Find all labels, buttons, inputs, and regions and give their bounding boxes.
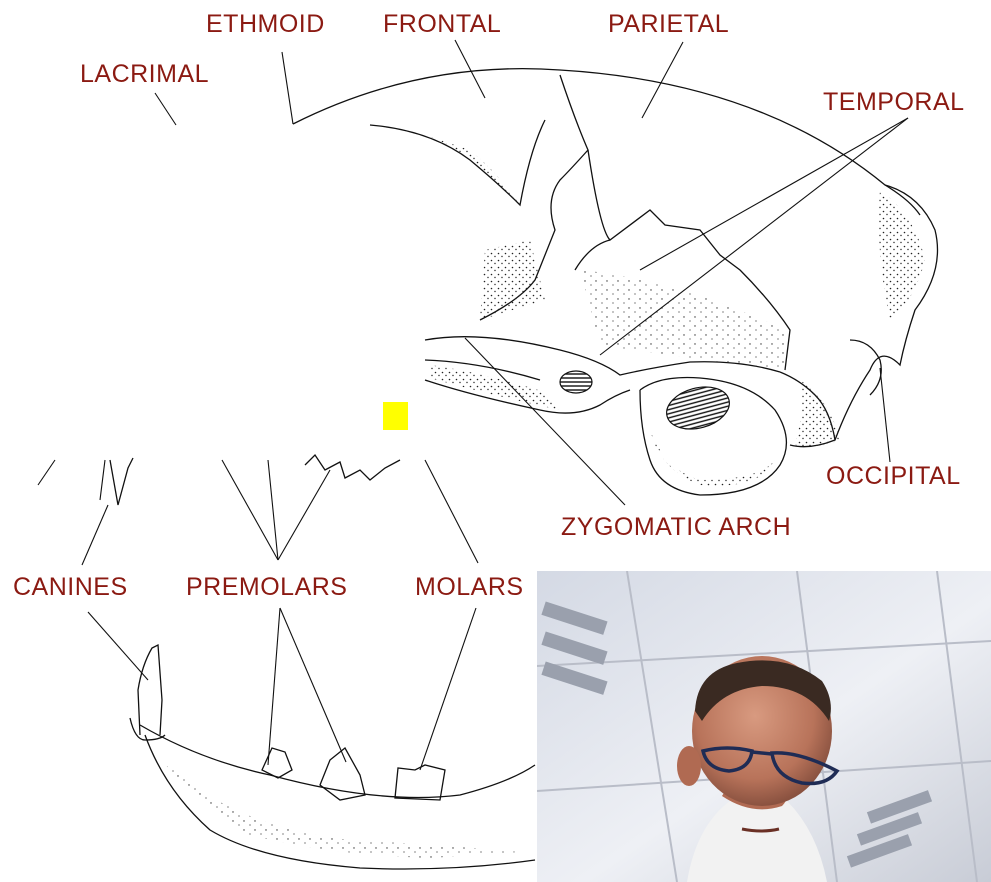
stipple-orbit-rim — [480, 240, 545, 320]
leader-canines-b — [38, 460, 55, 485]
lower-premolar-1 — [262, 748, 292, 778]
upper-premolar-edge — [305, 455, 400, 480]
stipple-mandible — [150, 745, 520, 858]
label-ethmoid: ETHMOID — [206, 12, 325, 37]
presenter-webcam — [537, 571, 991, 882]
leader-premolars-low-b — [280, 608, 346, 762]
stipple-bulla — [650, 430, 775, 486]
mandible-upper — [140, 725, 535, 798]
label-molars: MOLARS — [415, 575, 524, 600]
leader-canines-low — [88, 612, 148, 680]
upper-canine — [110, 458, 133, 505]
lower-premolar-2 — [320, 748, 365, 800]
stipple-frontal — [425, 135, 520, 205]
label-premolars: PREMOLARS — [186, 575, 347, 600]
leader-frontal — [455, 40, 485, 98]
leader-ethmoid — [282, 52, 293, 124]
webcam-feed — [537, 571, 991, 882]
leader-occipital — [880, 368, 890, 462]
stipple-occipital — [879, 190, 925, 320]
leader-canines-c — [100, 460, 105, 500]
leader-lacrimal — [155, 93, 176, 125]
label-zygomatic-arch: ZYGOMATIC ARCH — [561, 515, 791, 540]
lower-canine — [138, 645, 162, 735]
label-temporal: TEMPORAL — [823, 90, 965, 115]
leader-molars — [425, 460, 478, 563]
temporal-upper — [575, 240, 610, 270]
leader-molars-low — [420, 608, 476, 770]
stipple-mastoid — [795, 380, 840, 447]
leader-premolars-low-a — [268, 608, 280, 765]
foramen-small — [560, 371, 592, 393]
leader-premolars-c — [278, 470, 330, 560]
leader-zygomatic — [465, 338, 625, 505]
label-frontal: FRONTAL — [383, 12, 501, 37]
lower-molar — [395, 765, 445, 800]
label-canines: CANINES — [13, 575, 128, 600]
leader-canines-a — [82, 505, 108, 565]
foramen-large — [662, 380, 734, 435]
leader-temporal-a — [640, 118, 908, 270]
frontal-lower — [370, 120, 545, 205]
label-occipital: OCCIPITAL — [826, 464, 961, 489]
label-parietal: PARIETAL — [608, 12, 729, 37]
highlight-marker — [383, 402, 408, 430]
occipital-condyle — [850, 340, 881, 395]
label-lacrimal: LACRIMAL — [80, 62, 209, 87]
